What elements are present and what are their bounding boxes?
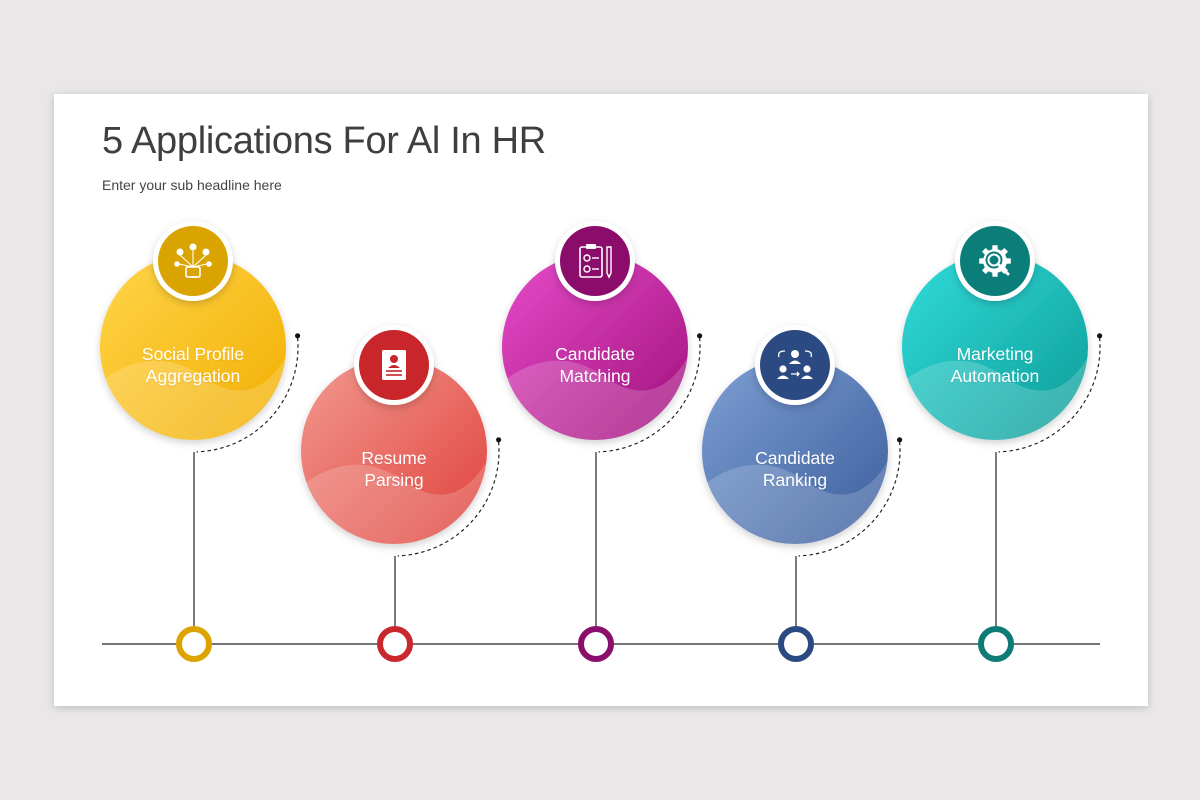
dashed-arc <box>798 441 901 557</box>
timeline-diagram <box>100 221 1103 662</box>
bubble-circle <box>301 358 487 544</box>
bubble-label-line: Aggregation <box>145 366 241 386</box>
bubble-label-line: Automation <box>950 366 1040 386</box>
bubble-wave <box>902 357 1088 440</box>
timeline-marker <box>978 626 1014 662</box>
arc-end-dot <box>697 333 703 339</box>
timeline-node <box>702 325 903 662</box>
timeline-marker <box>176 626 212 662</box>
bubble-wave <box>301 461 487 544</box>
bubble-label-line: Marketing <box>956 344 1034 364</box>
bubble-label-line: Social Profile <box>141 344 245 364</box>
timeline-node <box>902 221 1103 662</box>
dashed-arc <box>998 337 1101 453</box>
timeline-node <box>100 221 301 662</box>
bubble-wave <box>502 357 688 440</box>
social-network-icon <box>174 243 212 278</box>
bubble-label-line: Ranking <box>762 470 828 490</box>
bubble-circle <box>702 358 888 544</box>
dashed-arc <box>196 337 299 453</box>
bubble-circle <box>100 254 286 440</box>
bubble-label-line: Resume <box>361 448 427 468</box>
arc-end-dot <box>496 437 502 443</box>
arc-end-dot <box>897 437 903 443</box>
slide-subtitle: Enter your sub headline here <box>102 177 282 193</box>
team-ranking-icon <box>777 350 813 379</box>
timeline-node <box>301 325 502 662</box>
bubble-wave <box>100 357 286 440</box>
timeline-marker <box>778 626 814 662</box>
bubble-circle <box>902 254 1088 440</box>
icon-badge <box>760 330 830 400</box>
bubble-wave <box>702 461 888 544</box>
bubble-label-line: Parsing <box>364 470 424 490</box>
bubble-label-line: Candidate <box>755 448 835 468</box>
arc-end-dot <box>295 333 301 339</box>
timeline-node <box>502 221 703 662</box>
timeline-marker <box>377 626 413 662</box>
resume-document-icon <box>382 350 406 380</box>
slide: 5 Applications For Al In HR Enter your s… <box>54 94 1148 706</box>
arc-end-dot <box>1097 333 1103 339</box>
dashed-arc <box>598 337 701 453</box>
timeline-marker <box>578 626 614 662</box>
bubble-circle <box>502 254 688 440</box>
icon-badge <box>560 226 630 296</box>
gear-search-icon <box>979 245 1011 277</box>
bubble-label-line: Matching <box>559 366 631 386</box>
checklist-clipboard-icon <box>579 244 612 279</box>
dashed-arc <box>397 441 500 557</box>
slide-title: 5 Applications For Al In HR <box>102 120 546 162</box>
bubble-label-line: Candidate <box>555 344 635 364</box>
